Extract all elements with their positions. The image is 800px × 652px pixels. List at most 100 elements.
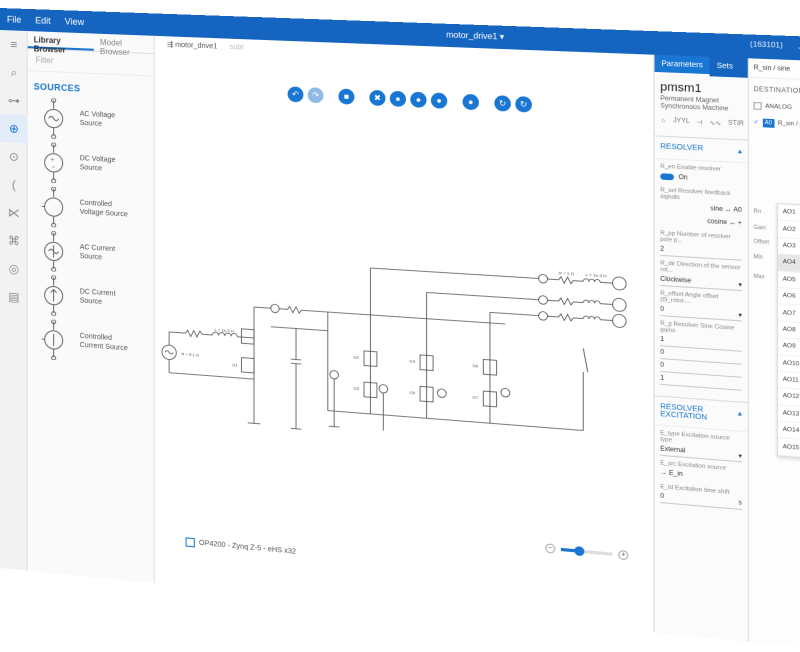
zoom-out-button[interactable]: − [545,543,555,553]
activity-bar: ≡ ⌕ ⊶ ⊕ ⊙ ( ⋉ ⌘ ◎ ▤ [0,30,28,571]
input-value: 0 [660,306,664,315]
schematic-canvas[interactable]: ⇶ motor_drive1 subt ↶ ↷ ■ ✖ ● ● ● ● ↻ ↻ [155,36,654,633]
sine-mapping[interactable]: sine ↔ A0 [660,203,742,217]
scope-icon[interactable]: ▤ [0,282,28,312]
scene: File Edit View motor_drive1 ▾ (163101) —… [0,0,800,574]
library-item-line2: Source [80,120,102,128]
switch-icon[interactable]: ⋉ [0,198,28,228]
gain-input-4[interactable]: 1 [660,375,742,391]
menu-file[interactable]: File [0,14,28,25]
option-label: AO13 [783,410,800,418]
copy-button[interactable]: ● [390,91,406,107]
terminal-icon[interactable]: ⊣ [697,119,703,127]
passive-icon[interactable]: ( [0,170,28,200]
parameters-panel: Parameters Sets pmsm1 Permanent Magnet S… [653,55,747,642]
gate-label-g5: G5 [409,390,416,396]
transformer-icon[interactable]: ⌘ [0,226,28,256]
board-icon [186,537,195,547]
resistor-symbol[interactable] [186,330,203,337]
input-value: 2 [660,246,664,255]
svg-text:+: + [51,158,55,164]
menu-view[interactable]: View [58,16,92,27]
ammeter-symbol[interactable] [271,304,279,313]
sources-icon[interactable]: ⊕ [0,114,28,143]
option-label: AO9 [783,343,796,350]
cut-button[interactable]: ✖ [369,90,385,106]
duplicate-button[interactable]: ● [431,92,447,108]
pwm-icon[interactable]: JYYL [673,118,689,126]
unit-label: s [738,500,741,509]
side-label: Rn [754,208,761,215]
gate-label-g1: G1 [232,362,238,368]
zoom-slider[interactable] [561,548,613,556]
checkbox[interactable] [754,102,762,110]
enable-resolver-field: R_en Enable resolver On [655,159,748,187]
gate-label-g4: G4 [409,358,416,364]
zoom-slider-knob[interactable] [574,546,584,557]
toggle-value: On [679,175,688,182]
tab-library-browser[interactable]: Library Browser [28,31,94,51]
favorite-icon[interactable]: ☆ [660,117,666,125]
link-icon[interactable]: ⊶ [0,86,28,115]
field-label: R_en Enable resolver [660,164,742,175]
option-label: AO10 [783,360,800,368]
gate-label-g3: G3 [353,385,360,391]
controlled-current-source-icon [42,319,66,361]
menu-edit[interactable]: Edit [28,15,57,26]
zoom-in-button[interactable]: + [618,550,628,561]
tab-parameters[interactable]: Parameters [655,55,710,77]
library-item-line1: DC Voltage [80,155,116,164]
side-label: Gain [754,225,766,232]
resistor-label: R = 8.1 Ω [181,351,199,357]
hamburger-icon[interactable]: ≡ [0,30,28,59]
waveform-icon[interactable]: ∿∿ [709,120,721,128]
channel-dropdown[interactable]: AO1AO2AO3AO4AO5AVAILABLEAO6AVAILABLEAO7A… [777,203,800,463]
paste-button[interactable]: ● [410,92,426,108]
field-label: R_offset Angle offset (Θ_rotor-... [660,290,742,308]
library-item-line1: AC Voltage [80,111,115,120]
machine-symbol[interactable] [613,277,627,291]
option-label: AO3 [783,242,796,249]
breadcrumb-root[interactable]: motor_drive1 [175,42,217,51]
option-label: AO8 [783,326,796,333]
tab-sets[interactable]: Sets [710,57,740,78]
chevron-down-icon: ▾ [738,311,741,320]
sensor-icon[interactable]: ⊙ [0,142,28,171]
tab-model-browser[interactable]: Model Browser [94,34,154,54]
option-label: AO6 [783,293,796,300]
stir-icon[interactable]: STIR [728,120,744,128]
dc-current-source-icon [42,275,66,317]
breadcrumb-sub[interactable]: subt [230,44,244,52]
group-button[interactable]: ● [463,94,479,111]
rotate-left-button[interactable]: ↻ [494,95,511,112]
channel-option[interactable]: AO15AVAILABLE [778,439,800,462]
search-icon[interactable]: ⌕ [0,58,28,87]
option-label: AO12 [783,393,800,401]
chevron-down-icon: ▾ [738,452,741,461]
field-label: R_sel Resolver feedback signals [660,187,742,204]
link-value: → E_in [660,470,683,482]
chevron-up-icon: ▴ [738,409,742,424]
delete-button[interactable]: ■ [338,88,354,104]
igbt-symbol[interactable] [241,358,254,373]
breadcrumb: ⇶ motor_drive1 subt [167,40,243,51]
rotate-right-button[interactable]: ↻ [515,96,532,113]
parameters-tabs: Parameters Sets [655,55,748,78]
input-value: 1 [660,375,664,384]
redo-button[interactable]: ↷ [308,87,324,103]
input-value: 1 [660,337,664,346]
igbt-symbol[interactable] [241,329,254,344]
library-item-line1: AC Current [80,244,115,253]
canvas-toolbar: ↶ ↷ ■ ✖ ● ● ● ● ↻ ↻ [288,86,532,112]
enable-toggle[interactable] [660,173,674,180]
undo-button[interactable]: ↶ [288,86,304,102]
option-label: AO7 [783,309,796,316]
machine-icon[interactable]: ◎ [0,254,28,284]
library-item-line2: Source [80,164,102,172]
destination-row-a0[interactable]: ✓ A0 R_sin / sine [749,114,800,136]
window-title[interactable]: motor_drive1 ▾ [446,30,504,42]
